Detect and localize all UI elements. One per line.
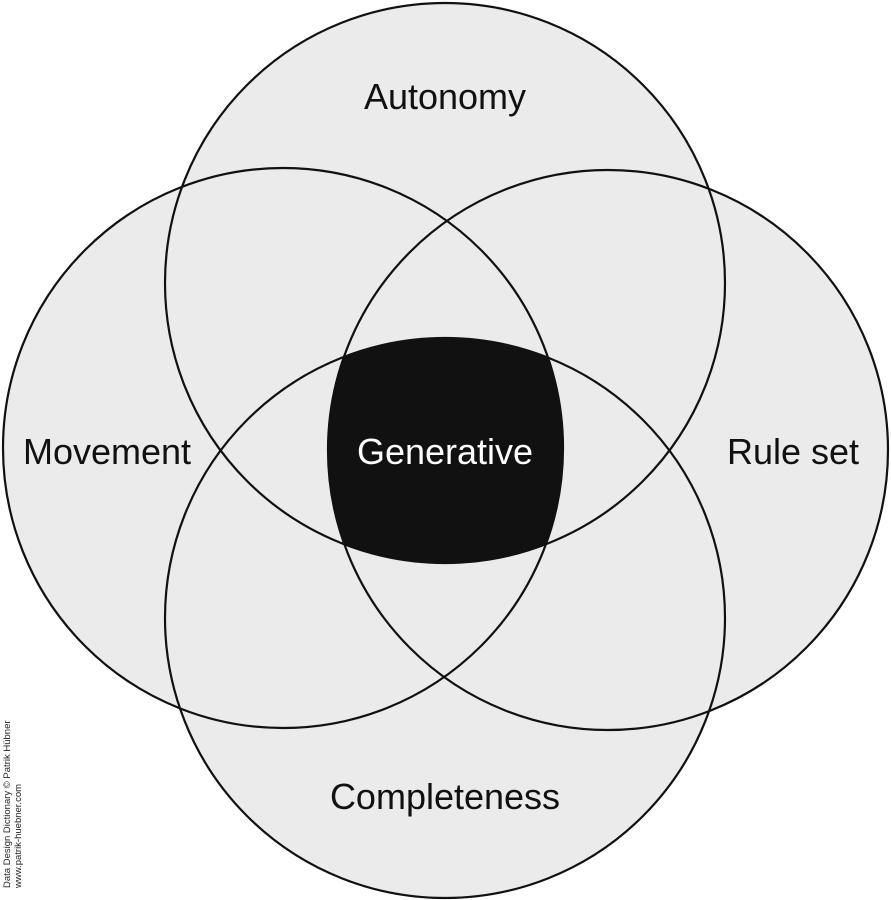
label-completeness: Completeness	[330, 776, 560, 817]
circle-rule-set	[326, 168, 890, 732]
label-movement: Movement	[23, 431, 191, 472]
label-generative: Generative	[357, 431, 533, 472]
label-rule-set: Rule set	[727, 431, 859, 472]
credit: Data Design Dictionary © Patrik Hübner w…	[2, 720, 24, 888]
circle-movement	[1, 166, 565, 730]
circle-autonomy	[163, 1, 727, 565]
credit-line1: Data Design Dictionary © Patrik Hübner	[2, 720, 13, 888]
credit-line2: www.patrik-huebner.com	[13, 783, 24, 888]
circle-completeness	[163, 336, 727, 900]
label-autonomy: Autonomy	[364, 76, 526, 117]
